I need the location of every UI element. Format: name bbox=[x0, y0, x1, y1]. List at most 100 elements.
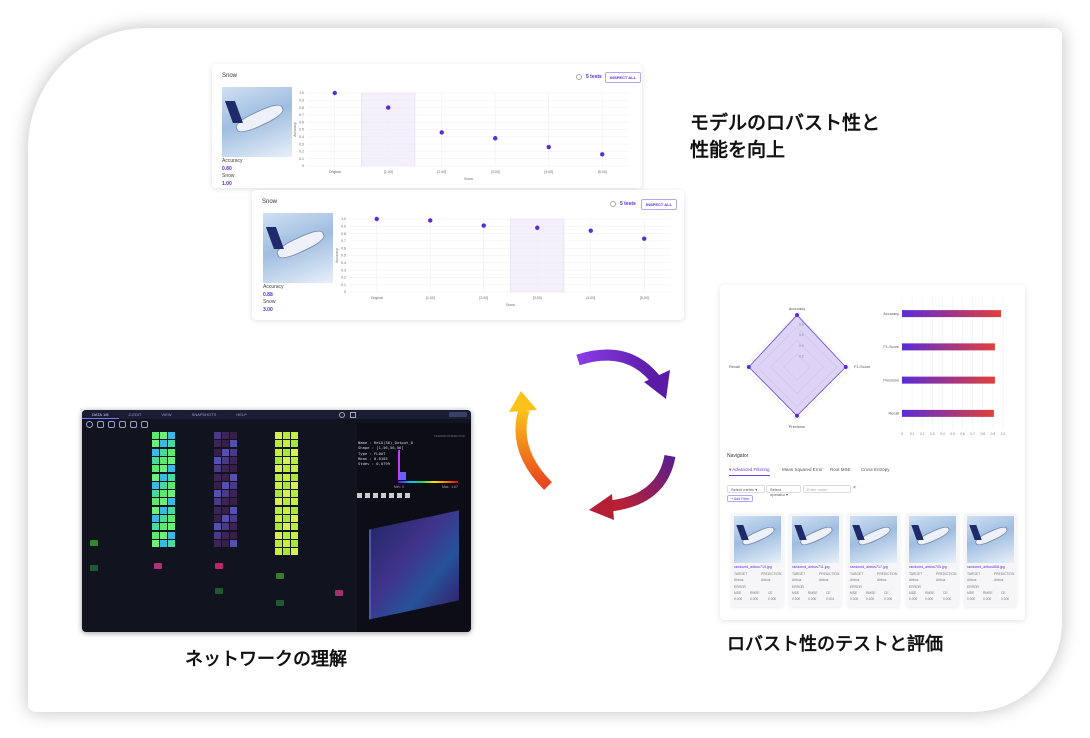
inspect-all-button[interactable]: INSPECT ALL bbox=[605, 72, 642, 83]
feature-map-cell bbox=[160, 432, 167, 439]
tool-icon[interactable] bbox=[119, 421, 126, 428]
x-tick-label: 0.6 bbox=[960, 432, 965, 436]
select-label: Select operator bbox=[770, 487, 785, 497]
view-icon[interactable] bbox=[405, 493, 410, 498]
file-name[interactable]: randomd_airbus808.jpg bbox=[967, 565, 1005, 569]
view-icon[interactable] bbox=[357, 493, 362, 498]
feature-map-cell bbox=[222, 506, 229, 514]
feature-map-cell bbox=[275, 465, 282, 473]
tab-cross-entropy[interactable]: Cross Entropy bbox=[861, 467, 890, 472]
file-name[interactable]: randomd_airbus705.jpg bbox=[909, 565, 947, 569]
airplane-image bbox=[967, 516, 1014, 563]
tensor-name: Name : ReLU(36)_Output_0 bbox=[358, 440, 413, 445]
radar-tick-label: 0.8 bbox=[799, 323, 804, 327]
heading-line: 性能を向上 bbox=[690, 139, 786, 161]
metric-select[interactable]: Select metric ▾ bbox=[727, 485, 765, 493]
menu-data[interactable]: DATA 1/8 bbox=[82, 410, 119, 419]
feature-map-cell bbox=[283, 440, 290, 448]
settings-icon[interactable] bbox=[339, 412, 345, 418]
tool-icon[interactable] bbox=[97, 421, 104, 428]
export-button[interactable] bbox=[449, 412, 467, 417]
view-icon[interactable] bbox=[365, 493, 370, 498]
tensor-3d-view[interactable] bbox=[369, 510, 459, 620]
tab-mse[interactable]: Mean Squared Error bbox=[782, 467, 823, 472]
mse-value: 0.000 bbox=[967, 597, 976, 601]
data-point bbox=[535, 225, 540, 230]
x-tick-label: [3.00] bbox=[491, 170, 500, 174]
graph-node[interactable] bbox=[335, 590, 343, 596]
view-icon[interactable] bbox=[397, 493, 402, 498]
info-icon[interactable] bbox=[576, 74, 582, 80]
tool-icon[interactable] bbox=[108, 421, 115, 428]
menu-help[interactable]: HELP bbox=[236, 412, 247, 417]
feature-map-cell bbox=[222, 539, 229, 547]
x-tick-label: 0.4 bbox=[940, 432, 945, 436]
layout-icon[interactable] bbox=[350, 412, 356, 418]
graph-node[interactable] bbox=[215, 563, 223, 569]
feature-map-cell bbox=[283, 531, 290, 539]
tool-icon[interactable] bbox=[141, 421, 148, 428]
tab-rmse[interactable]: Root MSE bbox=[830, 467, 851, 472]
ce-value: 0.000 bbox=[1001, 597, 1010, 601]
feature-map-cell bbox=[275, 523, 282, 531]
feature-map-cell bbox=[283, 506, 290, 514]
clear-filter-icon[interactable]: × bbox=[853, 485, 856, 491]
feature-map-cell bbox=[283, 448, 290, 456]
data-point bbox=[546, 144, 551, 150]
file-name[interactable]: randomd_airbus717.jpg bbox=[850, 565, 888, 569]
graph-node[interactable] bbox=[276, 573, 284, 579]
operator-select[interactable]: Select operator ▾ bbox=[766, 485, 801, 497]
data-point bbox=[332, 90, 337, 96]
feature-map-cell bbox=[160, 448, 167, 456]
tab-advanced-filtering[interactable]: ▾ Advanced Filtering bbox=[729, 467, 770, 476]
feature-map-cell bbox=[168, 473, 175, 481]
feature-map-cell bbox=[222, 432, 229, 439]
info-icon[interactable] bbox=[610, 201, 616, 207]
value-input[interactable]: Enter value bbox=[803, 485, 851, 493]
file-name[interactable]: randomd_airbus714.jpg bbox=[734, 565, 772, 569]
graph-node[interactable] bbox=[276, 600, 284, 606]
meta-value: 3.00 bbox=[263, 306, 273, 313]
graph-node[interactable] bbox=[215, 588, 223, 594]
histogram bbox=[398, 450, 400, 480]
graph-node[interactable] bbox=[90, 540, 98, 546]
view-icon[interactable] bbox=[389, 493, 394, 498]
feature-map-cell bbox=[222, 481, 229, 489]
view-icon[interactable] bbox=[381, 493, 386, 498]
reset-icon[interactable] bbox=[86, 421, 93, 428]
bar-label: Precision bbox=[883, 378, 899, 382]
rmse-value: 0.000 bbox=[750, 597, 759, 601]
robustness-test-card: Snow 5 tests INSPECT ALL Accuracy 0.80 S… bbox=[212, 64, 642, 188]
graph-node[interactable] bbox=[154, 563, 162, 569]
mse-label: MSE bbox=[850, 591, 858, 595]
x-tick-label: 1.0 bbox=[1001, 432, 1006, 436]
x-tick-label: 0.8 bbox=[981, 432, 986, 436]
file-name[interactable]: randomd_airbus711.jpg bbox=[792, 565, 830, 569]
feature-map-cell bbox=[168, 531, 175, 539]
inspect-all-button[interactable]: INSPECT ALL bbox=[641, 199, 678, 210]
data-point bbox=[600, 152, 605, 157]
view-icon[interactable] bbox=[373, 493, 378, 498]
add-filter-button[interactable]: + Add Filter bbox=[727, 495, 754, 502]
airplane-image bbox=[734, 516, 781, 563]
feature-map-cell bbox=[291, 448, 298, 456]
feature-map-cell bbox=[214, 448, 221, 456]
graph-node[interactable] bbox=[90, 565, 98, 571]
accuracy-scatter-chart: 00.10.20.30.40.50.60.70.80.91.0AccuracyO… bbox=[293, 90, 629, 181]
menu-view[interactable]: VIEW bbox=[161, 412, 172, 417]
feature-map-cell bbox=[222, 440, 229, 448]
feature-map-cell bbox=[152, 523, 159, 531]
test-meta: Accuracy 0.80 Snow 1.00 bbox=[222, 158, 243, 188]
menu-z-edit[interactable]: Z-EDIT bbox=[128, 412, 142, 417]
feature-map-cell bbox=[152, 515, 159, 522]
tool-icon[interactable] bbox=[130, 421, 137, 428]
y-tick-label: 0.6 bbox=[341, 246, 346, 250]
menu-snapshots[interactable]: SNAPSHOTS bbox=[191, 412, 217, 417]
feature-map-cell bbox=[230, 440, 237, 448]
feature-map-cell bbox=[214, 523, 221, 531]
